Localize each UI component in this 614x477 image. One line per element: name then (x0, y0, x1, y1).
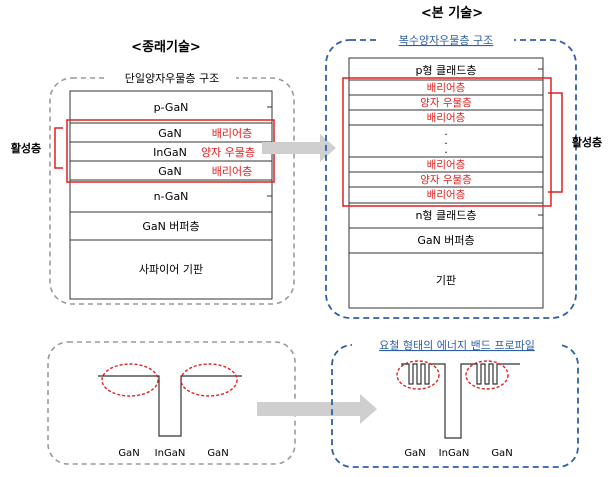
left-layer-stack: p-GaN GaN InGaN GaN n-GaN GaN 버퍼층 사파이어 기… (69, 90, 273, 300)
left-layer-ingan: InGaN (153, 146, 187, 159)
right-layer-buffer: GaN 버퍼층 (417, 234, 474, 247)
right-layer-p-clad: p형 클래드층 (415, 64, 476, 77)
left-stack-outline (69, 90, 273, 300)
right-stack-outline (348, 57, 544, 309)
band-right-label-gan-left: GaN (404, 448, 425, 459)
band-left-label-ingan: InGaN (155, 448, 186, 459)
right-panel-title: 복수양자우물층 구조 (399, 34, 494, 47)
right-layer-ellipsis: . (444, 125, 448, 138)
left-title-mask (108, 69, 236, 87)
left-active-bracket (54, 127, 63, 169)
top-transition-arrow (262, 134, 336, 162)
band-left-ellipse-right (180, 363, 238, 397)
left-active-label: 활성층 (11, 141, 41, 155)
band-left-profile (98, 375, 242, 437)
right-title-mask (378, 30, 514, 48)
band-right-label-ingan: InGaN (439, 448, 470, 459)
right-layer-ellipsis: . (444, 134, 448, 147)
heading-present: <본 기술> (421, 6, 483, 21)
left-layer-gan-top: GaN (158, 127, 182, 140)
right-layer-barrier: 배리어층 (427, 112, 466, 124)
band-left-ellipse-left (101, 363, 159, 397)
left-panel-title: 단일양자우물층 구조 (125, 71, 220, 85)
left-layer-p-gan: p-GaN (154, 101, 189, 114)
band-right-title-mask (352, 335, 562, 353)
right-layer-quantum-well: 양자 우물층 (420, 174, 472, 186)
right-active-label: 활성층 (572, 135, 602, 149)
left-layer-gan-bottom: GaN (158, 165, 182, 178)
right-layer-substrate: 기판 (436, 274, 456, 287)
left-layer-substrate: 사파이어 기판 (139, 263, 203, 276)
band-left-label-gan-right: GaN (207, 448, 228, 459)
left-tag-barrier-bottom: 배리어층 (212, 165, 252, 178)
right-layer-stack: p형 클래드층 배리어층 양자 우물층 배리어층 . . . 배리어층 양자 우… (348, 57, 544, 309)
heading-conventional: <종래기술> (131, 40, 201, 55)
band-left-label-gan-left: GaN (118, 448, 139, 459)
right-layer-ellipsis: . (444, 143, 448, 156)
band-right-ellipse-right (465, 360, 509, 390)
right-active-highlight (342, 77, 552, 207)
band-right-ellipse-left (396, 360, 440, 390)
band-right-title: 요철 형태의 에너지 밴드 프로파일 (379, 338, 535, 352)
right-layer-quantum-well: 양자 우물층 (420, 97, 472, 109)
band-right-label-gan-right: GaN (491, 448, 512, 459)
left-tag-quantum-well: 양자 우물층 (201, 146, 255, 159)
band-right-profile (401, 363, 520, 439)
left-layer-n-gan: n-GaN (154, 190, 189, 203)
right-layer-n-clad: n형 클래드층 (415, 209, 476, 222)
right-layer-barrier: 배리어층 (427, 82, 466, 94)
right-layer-barrier: 배리어층 (427, 159, 466, 171)
bottom-transition-arrow (257, 394, 377, 424)
right-layer-barrier: 배리어층 (427, 189, 466, 201)
left-layer-buffer: GaN 버퍼층 (142, 220, 199, 233)
right-active-bracket (548, 92, 563, 193)
left-tag-barrier-top: 배리어층 (212, 127, 252, 140)
